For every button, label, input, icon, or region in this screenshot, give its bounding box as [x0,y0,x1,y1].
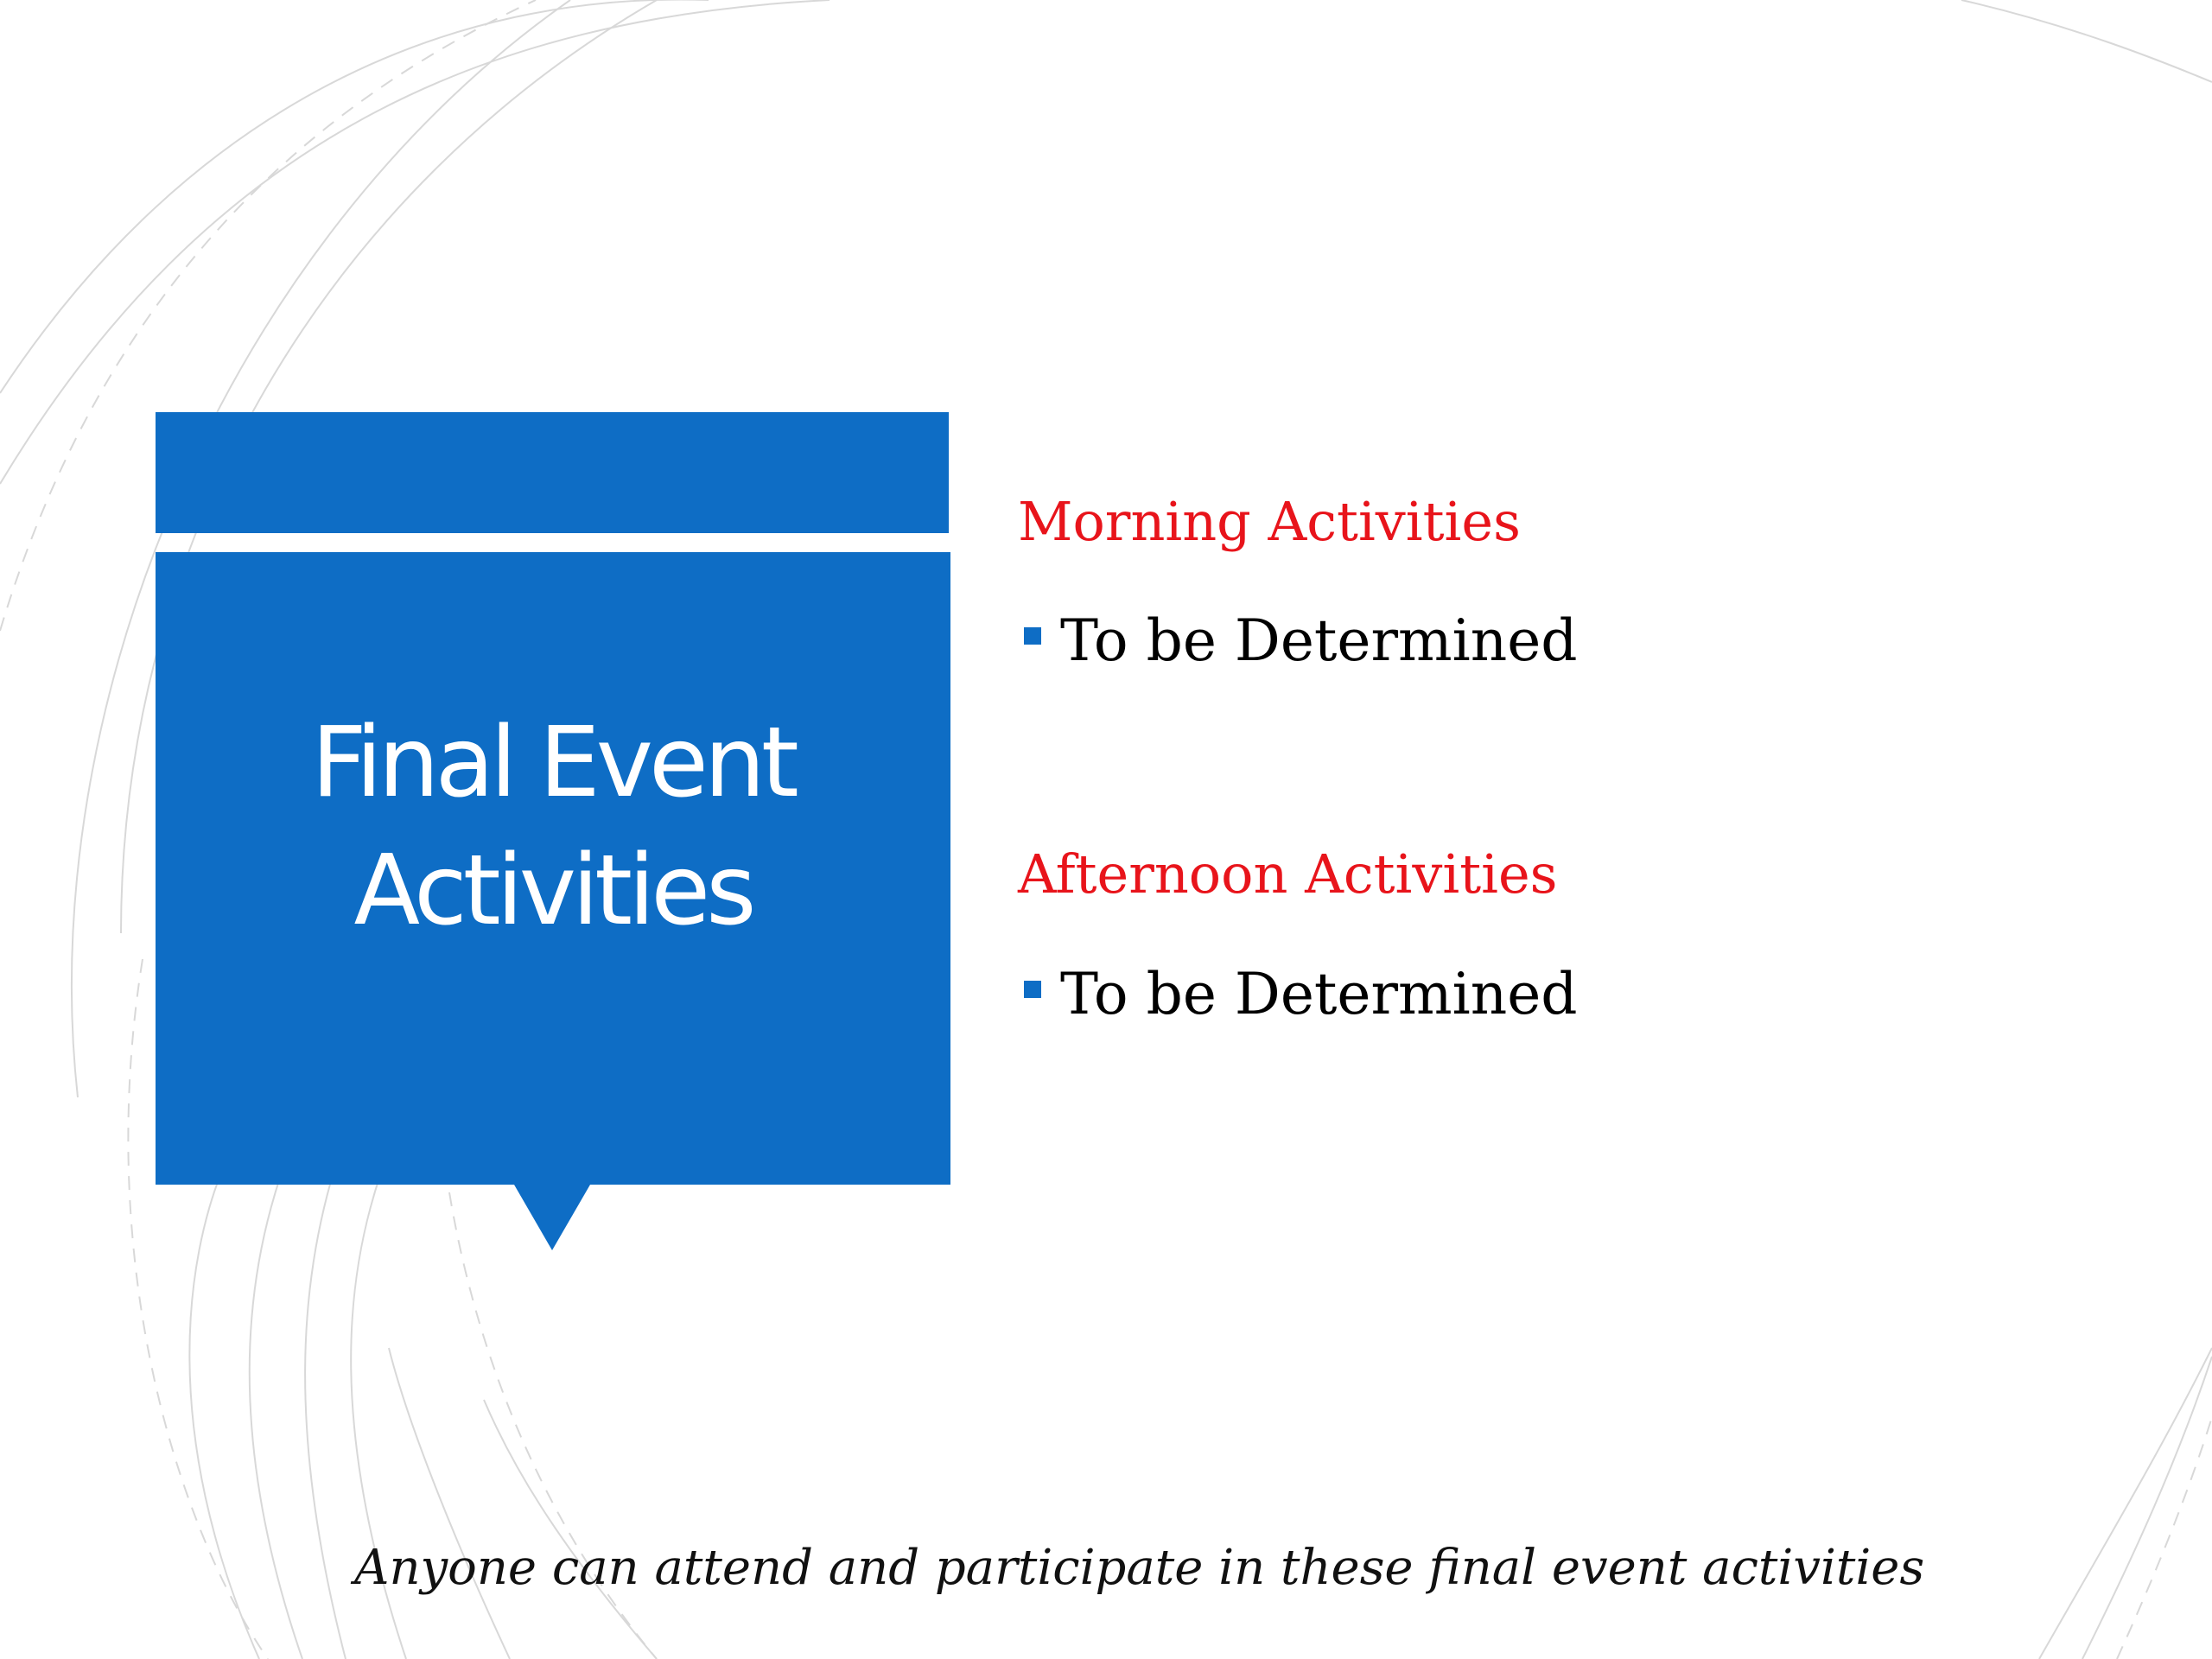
arc-line [483,1399,658,1659]
slide-title: Final Event Activities [311,707,799,947]
callout-pointer [514,1185,590,1250]
slide-footnote: Anyone can attend and participate in the… [354,1540,1925,1596]
title-accent-bar [156,412,949,533]
arc-line [1961,0,2212,83]
dashed-arc-line [448,1192,658,1659]
arc-line [350,1174,407,1659]
morning-activities-bullet: To be Determined [1024,605,1578,677]
arc-line [248,1174,303,1659]
square-bullet-icon [1024,981,1041,998]
morning-activities-heading: Morning Activities [1018,490,1521,553]
arc-line [188,1174,260,1659]
square-bullet-icon [1024,627,1041,645]
title-callout-box: Final Event Activities [156,552,950,1185]
dashed-arc-line [127,958,269,1659]
afternoon-activities-bullet: To be Determined [1024,958,1578,1031]
afternoon-activities-heading: Afternoon Activities [1018,842,1558,906]
dashed-arc-line [2116,1416,2212,1659]
arc-line [0,0,709,394]
arc-line [0,0,830,485]
arc-line [120,0,658,934]
bullet-text: To be Determined [1060,607,1578,674]
arc-line [304,1174,346,1659]
bullet-text: To be Determined [1060,961,1578,1027]
arc-line [2038,1347,2212,1659]
dashed-arc-line [0,0,537,632]
arc-line [2082,1356,2212,1659]
arc-line [388,1347,511,1659]
